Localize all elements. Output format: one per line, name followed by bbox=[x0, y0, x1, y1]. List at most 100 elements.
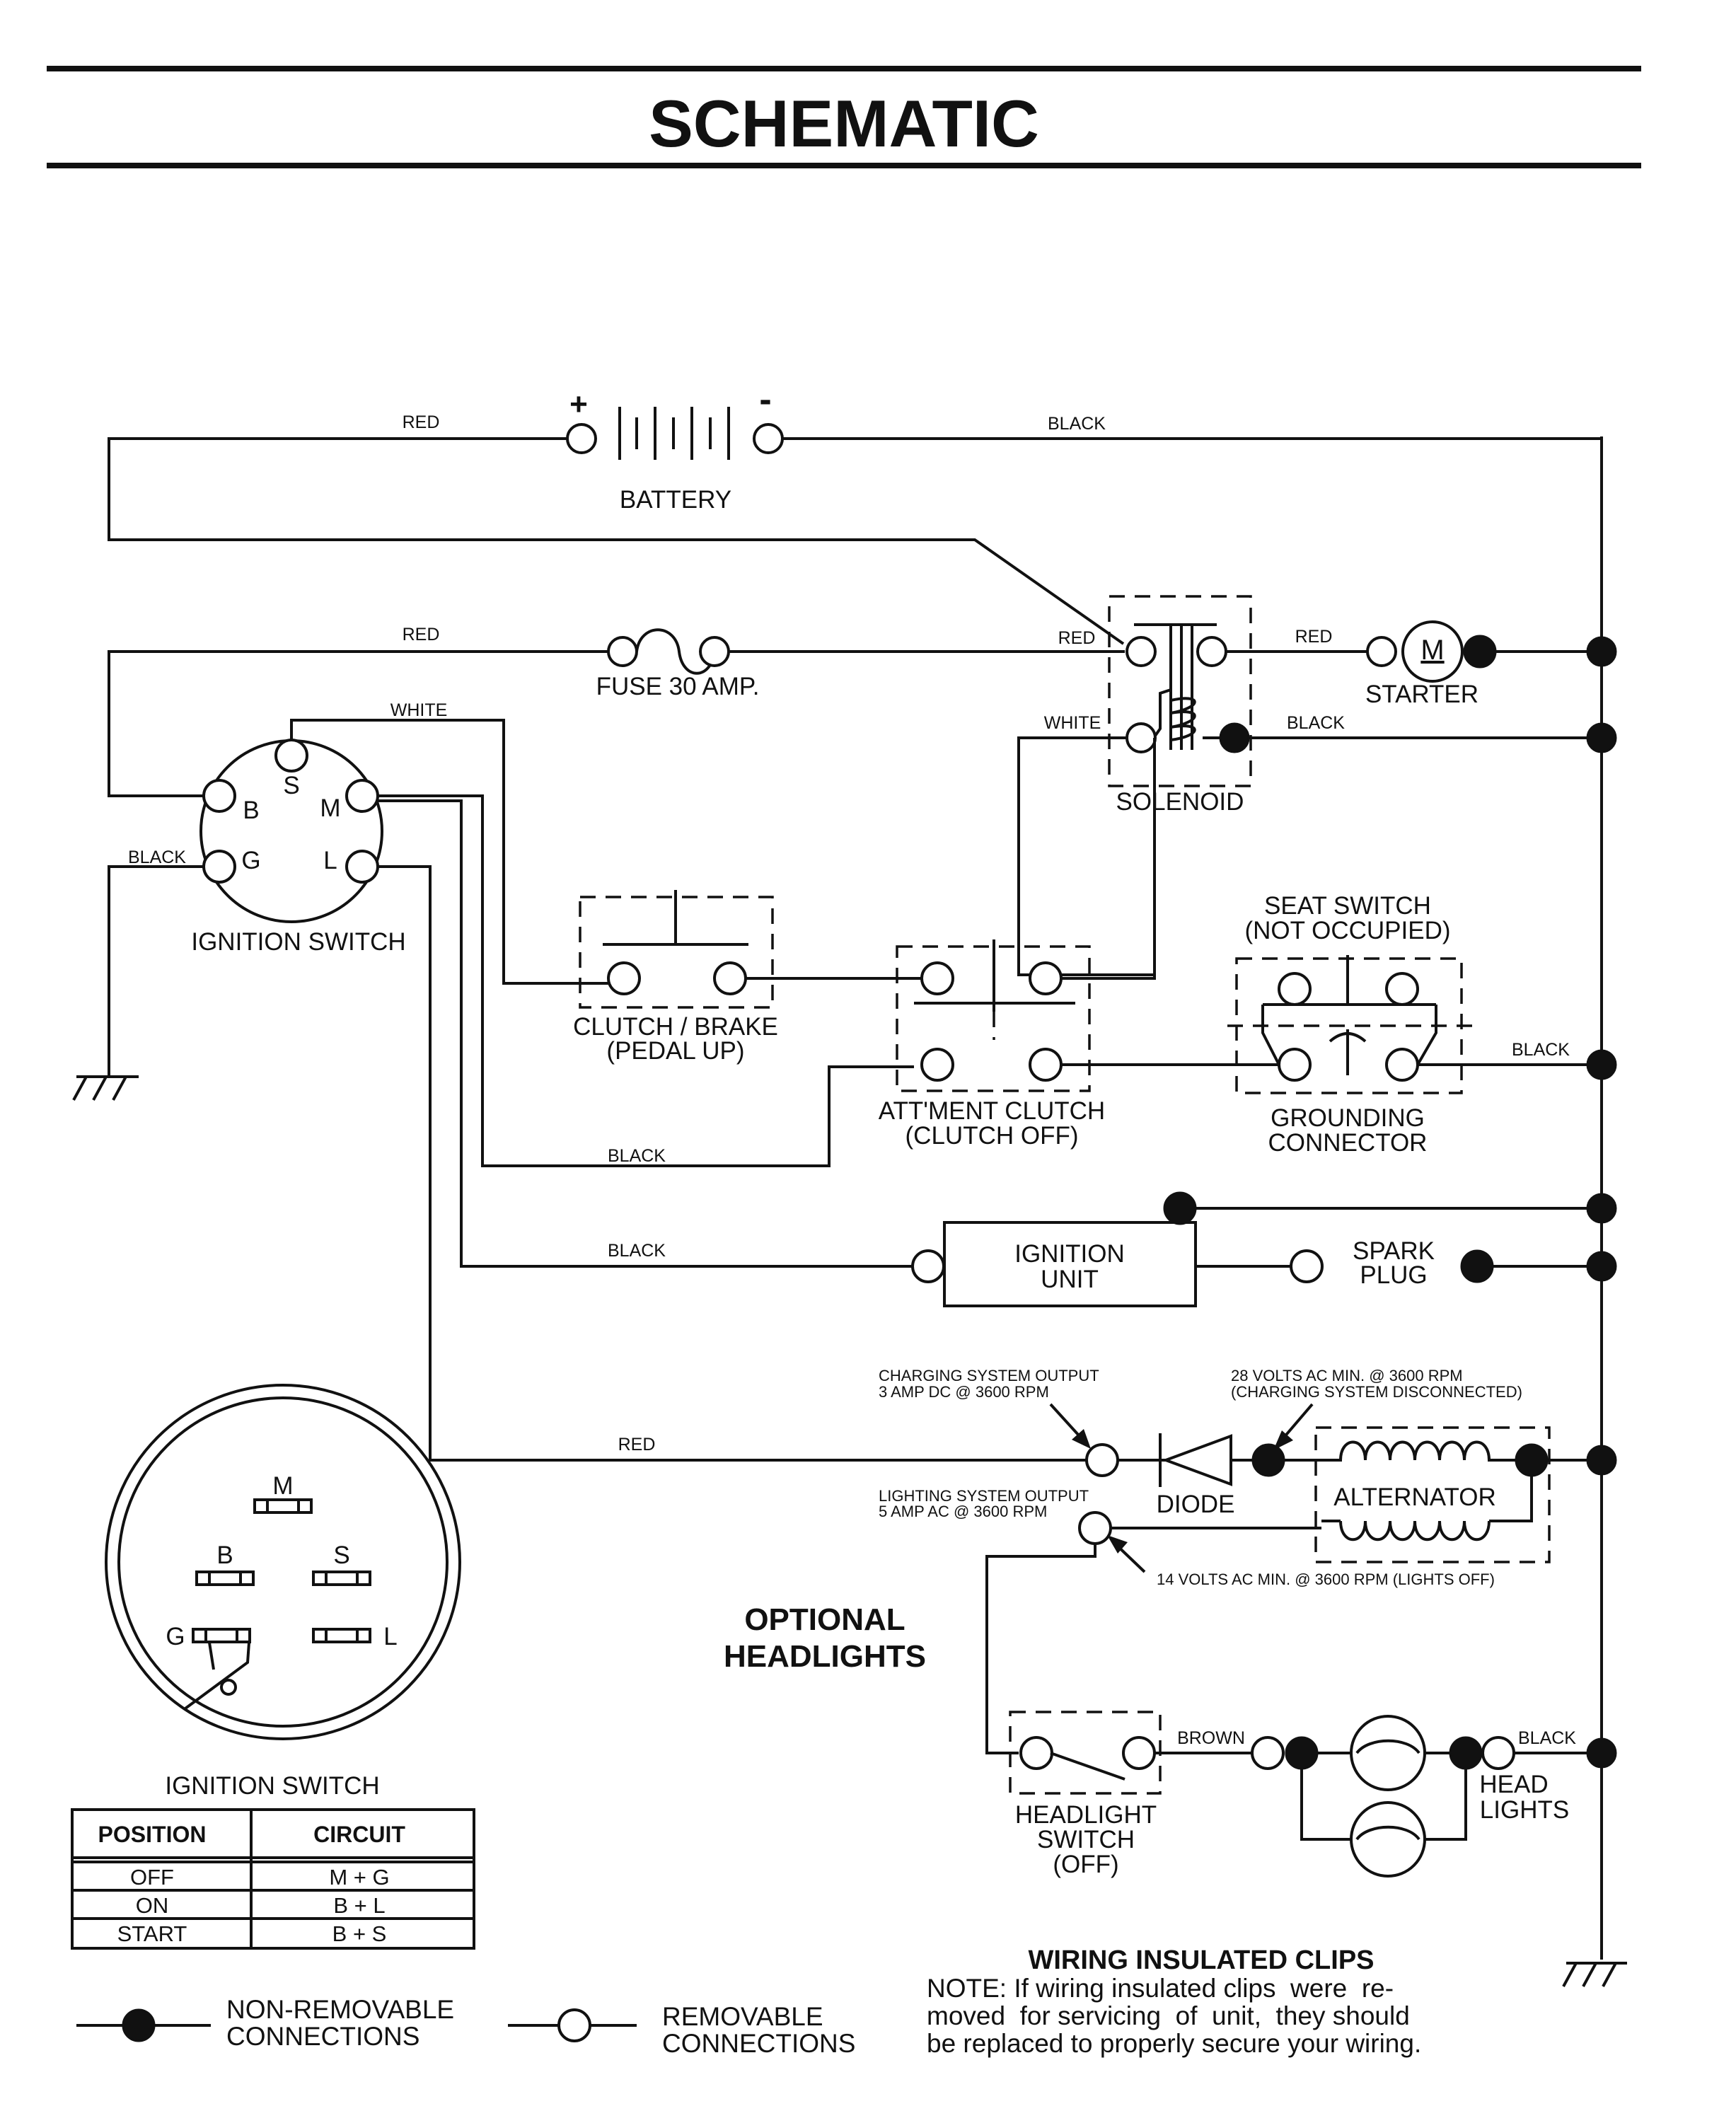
lighting-to-headlight-switch-wire bbox=[985, 1544, 1096, 1754]
clutch-brake-switch: CLUTCH / BRAKE (PEDAL UP) bbox=[573, 890, 778, 1065]
legend-removable-2: CONNECTIONS bbox=[662, 2029, 855, 2058]
wire-label-black-ignition: BLACK bbox=[608, 1241, 666, 1261]
detail-terminal-b: B bbox=[216, 1541, 233, 1569]
diode-label: DIODE bbox=[1157, 1491, 1235, 1518]
switch-detail: M B S G L IGNITION SWITCH bbox=[105, 1384, 461, 1800]
ground-node-seat bbox=[1586, 1049, 1617, 1080]
wire-label-black-solenoid: BLACK bbox=[1287, 713, 1345, 733]
switch-terminal-s: S bbox=[283, 772, 299, 799]
spark-plug: SPARK PLUG bbox=[1290, 1237, 1494, 1289]
headlight-switch: HEADLIGHT SWITCH (OFF) bbox=[1009, 1711, 1162, 1878]
fuse-label: FUSE 30 AMP. bbox=[596, 673, 760, 700]
clips-note-line-3: be replaced to properly secure your wiri… bbox=[927, 2029, 1421, 2058]
charging-output-arrowhead bbox=[1072, 1429, 1091, 1449]
alternator: ALTERNATOR bbox=[1314, 1426, 1551, 1563]
solenoid-label: SOLENOID bbox=[1116, 788, 1244, 816]
wire-label-black-attment: BLACK bbox=[608, 1146, 666, 1166]
ignition-switch: S B M G L IGNITION SWITCH bbox=[191, 739, 406, 956]
wire-label-white-s: WHITE bbox=[390, 700, 448, 720]
switch-terminal-g: G bbox=[241, 847, 260, 874]
charging-volts-arrowhead bbox=[1273, 1430, 1293, 1450]
headlight-switch-label-3: (OFF) bbox=[1053, 1851, 1118, 1878]
seat-switch-label-2: (NOT OCCUPIED) bbox=[1244, 917, 1450, 944]
head-lights: HEAD LIGHTS bbox=[1251, 1715, 1569, 1878]
ground-node-headlight bbox=[1586, 1737, 1617, 1769]
charging-output-label-1: CHARGING SYSTEM OUTPUT bbox=[879, 1367, 1099, 1384]
wire-label-red-charging: RED bbox=[618, 1435, 656, 1454]
legend-removable-1: REMOVABLE bbox=[662, 2002, 823, 2031]
head-lights-label-2: LIGHTS bbox=[1480, 1796, 1569, 1824]
g-terminal-ground-wire bbox=[108, 865, 204, 1075]
starter-motor-symbol: M bbox=[1420, 635, 1444, 666]
charging-volts-label-1: 28 VOLTS AC MIN. @ 3600 RPM bbox=[1231, 1367, 1463, 1384]
clutch-brake-label-1: CLUTCH / BRAKE bbox=[573, 1013, 778, 1041]
detail-terminal-s: S bbox=[333, 1541, 349, 1569]
charging-output-label-2: 3 AMP DC @ 3600 RPM bbox=[879, 1383, 1049, 1401]
ignition-unit: IGNITION UNIT bbox=[911, 1221, 1197, 1307]
table-header-position: POSITION bbox=[98, 1822, 207, 1847]
head-lights-label-1: HEAD bbox=[1479, 1771, 1548, 1798]
spark-plug-label-1: SPARK bbox=[1353, 1237, 1435, 1265]
switch-terminal-b: B bbox=[243, 797, 259, 824]
ignition-unit-label-1: IGNITION bbox=[1014, 1240, 1125, 1268]
headlight-switch-label-2: SWITCH bbox=[1037, 1826, 1135, 1853]
ground-node-alternator bbox=[1586, 1445, 1617, 1476]
detail-caption: IGNITION SWITCH bbox=[165, 1772, 379, 1800]
clutch-brake-label-2: (PEDAL UP) bbox=[606, 1037, 744, 1065]
table-cell-circuit: B + L bbox=[333, 1893, 385, 1918]
diode-alternator-node bbox=[1251, 1443, 1285, 1477]
starter-label: STARTER bbox=[1365, 681, 1479, 708]
charging-output-terminal bbox=[1085, 1443, 1119, 1477]
l-terminal-red-wire bbox=[378, 865, 1087, 1462]
table-cell-position: ON bbox=[136, 1893, 169, 1918]
diode: DIODE bbox=[1157, 1433, 1235, 1518]
wire-label-black-battery: BLACK bbox=[1048, 414, 1106, 434]
ignition-unit-ground-node bbox=[1163, 1191, 1197, 1225]
detail-terminal-g: G bbox=[166, 1623, 185, 1650]
clips-note-line-1: NOTE: If wiring insulated clips were re- bbox=[927, 1974, 1394, 2003]
headlight-switch-label-1: HEADLIGHT bbox=[1015, 1801, 1157, 1829]
attment-clutch-label-1: ATT'MENT CLUTCH bbox=[879, 1097, 1105, 1125]
fuse-wire-left bbox=[108, 650, 608, 797]
battery-positive-wire bbox=[108, 437, 1125, 645]
wire-label-white-solenoid: WHITE bbox=[1044, 713, 1101, 733]
legend-non-removable-1: NON-REMOVABLE bbox=[226, 1995, 454, 2024]
ignition-switch-label: IGNITION SWITCH bbox=[191, 928, 405, 956]
m-terminal-wire-a bbox=[378, 794, 914, 1167]
lighting-volts-arrowhead bbox=[1107, 1535, 1128, 1554]
attment-clutch-label-2: (CLUTCH OFF) bbox=[905, 1122, 1079, 1150]
starter-motor: M STARTER bbox=[1365, 620, 1617, 708]
ignition-unit-label-2: UNIT bbox=[1041, 1266, 1099, 1293]
wire-label-black-headlight: BLACK bbox=[1518, 1728, 1576, 1748]
lighting-volts-label: 14 VOLTS AC MIN. @ 3600 RPM (LIGHTS OFF) bbox=[1157, 1570, 1495, 1588]
optional-headlights-label-2: HEADLIGHTS bbox=[724, 1639, 926, 1674]
table-cell-circuit: B + S bbox=[332, 1921, 387, 1946]
clips-note-line-2: moved for servicing of unit, they should bbox=[927, 2001, 1410, 2030]
seat-switch: SEAT SWITCH (NOT OCCUPIED) GROUNDING CON… bbox=[1227, 892, 1473, 1157]
charging-volts-label-2: (CHARGING SYSTEM DISCONNECTED) bbox=[1231, 1383, 1522, 1401]
battery-label: BATTERY bbox=[620, 486, 731, 514]
detail-terminal-m: M bbox=[272, 1472, 293, 1500]
ground-node-solenoid bbox=[1586, 722, 1617, 753]
m-terminal-wire-b bbox=[378, 799, 913, 1268]
white-wire-solenoid bbox=[1017, 736, 1155, 976]
white-wire-s-terminal bbox=[290, 719, 620, 985]
table-cell-position: START bbox=[117, 1921, 187, 1946]
legend-non-removable-2: CONNECTIONS bbox=[226, 2022, 419, 2051]
wire-label-brown: BROWN bbox=[1177, 1728, 1245, 1748]
page-title: SCHEMATIC bbox=[649, 86, 1039, 161]
lighting-output-label-2: 5 AMP AC @ 3600 RPM bbox=[879, 1503, 1047, 1520]
switch-terminal-m: M bbox=[320, 794, 340, 822]
optional-headlights-label-1: OPTIONAL bbox=[744, 1602, 905, 1637]
battery-plus-sign: + bbox=[569, 387, 588, 422]
battery-minus-sign: - bbox=[759, 379, 771, 420]
wire-label-red-solenoid: RED bbox=[1058, 628, 1096, 648]
wire-label-red-starter: RED bbox=[1295, 627, 1333, 647]
table-cell-circuit: M + G bbox=[329, 1865, 389, 1890]
ground-symbol-right bbox=[1562, 1962, 1627, 1987]
wire-label-red-battery: RED bbox=[403, 412, 440, 432]
battery: + - BATTERY bbox=[566, 379, 784, 514]
wire-label-red-fuse: RED bbox=[403, 625, 440, 644]
